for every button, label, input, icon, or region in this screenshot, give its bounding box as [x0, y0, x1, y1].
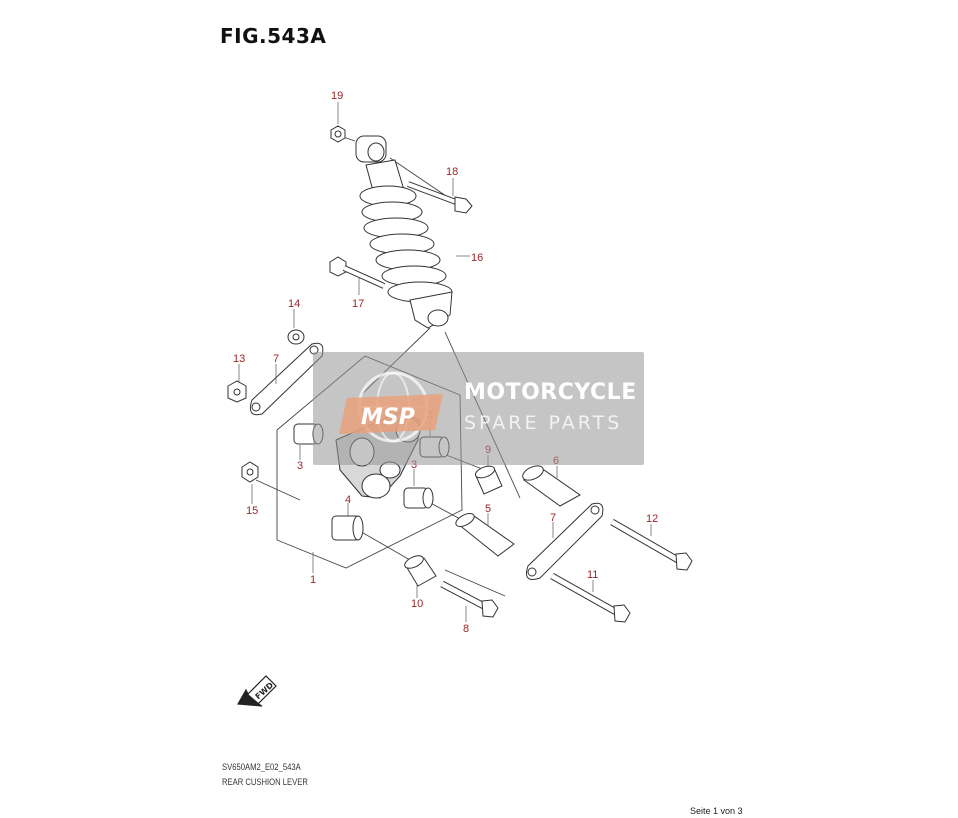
spacer-6 — [522, 465, 581, 507]
callout-17: 17 — [352, 298, 364, 310]
watermark-banner: MSP MOTORCYCLE SPARE PARTS — [313, 352, 644, 465]
callout-7-upper: 7 — [273, 353, 279, 365]
callout-16: 16 — [471, 252, 483, 264]
forward-direction-marker: FWD — [237, 675, 277, 707]
callout-3-right: 3 — [411, 459, 417, 471]
watermark-title: MOTORCYCLE — [464, 380, 637, 405]
callout-11: 11 — [587, 569, 598, 581]
leader-lines — [238, 102, 652, 622]
logo-text: MSP — [361, 405, 415, 430]
rear-shock-absorber — [355, 135, 453, 329]
bolt-8 — [440, 580, 499, 618]
spacer-5 — [455, 513, 515, 557]
callout-19: 19 — [331, 90, 343, 102]
nut-19 — [330, 125, 346, 143]
nut-13 — [227, 380, 247, 403]
callout-3-left: 3 — [297, 460, 303, 472]
washer-14 — [287, 329, 305, 345]
forward-arrow-icon — [237, 675, 277, 707]
bolt-11 — [550, 572, 631, 623]
callout-12: 12 — [646, 513, 658, 525]
bearing-4 — [331, 515, 364, 541]
bolt-17 — [329, 256, 386, 289]
callout-8: 8 — [463, 623, 469, 635]
msp-logo: MSP — [339, 371, 443, 443]
washer-15 — [241, 461, 259, 483]
page-indicator: Seite 1 von 3 — [690, 806, 743, 816]
callout-1: 1 — [310, 574, 316, 586]
callout-14: 14 — [288, 298, 300, 310]
callout-10: 10 — [411, 598, 423, 610]
diagram-name: REAR CUSHION LEVER — [222, 777, 308, 787]
diagram-code: SV650AM2_E02_543A — [222, 762, 301, 772]
callout-5: 5 — [485, 503, 491, 515]
figure-title: FIG.543A — [220, 24, 327, 48]
spacer-10 — [404, 555, 437, 587]
bolt-18 — [406, 181, 473, 214]
callout-15: 15 — [246, 505, 258, 517]
spacer-9 — [474, 465, 503, 495]
watermark-subtitle: SPARE PARTS — [464, 412, 623, 434]
callout-13: 13 — [233, 353, 245, 365]
callout-7-lower: 7 — [550, 512, 556, 524]
bearing-3-right — [403, 487, 434, 509]
cushion-rod-7-upper — [249, 342, 324, 416]
callout-4: 4 — [345, 494, 351, 506]
bolt-12 — [610, 518, 693, 571]
callout-18: 18 — [446, 166, 458, 178]
cushion-rod-7-lower — [526, 502, 604, 580]
